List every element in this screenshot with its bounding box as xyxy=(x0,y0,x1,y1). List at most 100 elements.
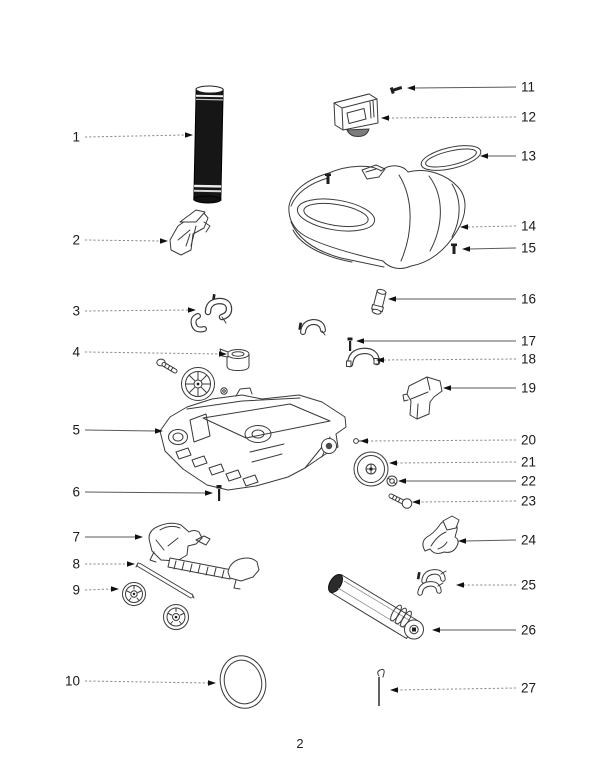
callout-number-27: 27 xyxy=(521,681,536,696)
arrowhead-17 xyxy=(356,338,364,344)
arrowhead-20 xyxy=(360,438,368,444)
part-screw-top xyxy=(389,86,403,95)
leader-line-24 xyxy=(464,539,517,542)
part-hose-clamp xyxy=(346,347,381,368)
part-nozzle-hood xyxy=(288,164,466,269)
arrowhead-5 xyxy=(155,428,163,434)
page-number: 2 xyxy=(296,736,304,751)
leader-line-6 xyxy=(84,491,207,494)
arrowhead-27 xyxy=(390,687,398,693)
arrowhead-21 xyxy=(389,460,397,466)
arrowhead-23 xyxy=(412,499,420,505)
part-cotter-pin xyxy=(377,668,385,706)
callout-number-9: 9 xyxy=(72,583,80,598)
callout-number-25: 25 xyxy=(521,578,536,593)
part-duct-tube xyxy=(371,288,387,315)
leader-line-1 xyxy=(84,134,187,138)
part-wheel-front xyxy=(122,582,146,606)
part-pin-hinge xyxy=(347,337,353,351)
leader-line-18 xyxy=(382,358,517,361)
arrowhead-3 xyxy=(188,307,196,313)
arrowhead-10 xyxy=(208,680,216,686)
arrowhead-22 xyxy=(398,478,406,484)
part-elbow-bracket xyxy=(402,376,443,420)
part-nut xyxy=(386,475,398,487)
leader-line-12 xyxy=(387,116,517,119)
part-rear-wheel xyxy=(353,451,389,487)
leader-line-2 xyxy=(84,239,162,242)
arrowhead-14 xyxy=(460,224,468,230)
callout-number-1: 1 xyxy=(72,130,80,145)
callout-layer: 1234567891011121314151617181920212223242… xyxy=(65,80,537,696)
part-screw-tiny xyxy=(353,438,362,444)
callout-number-2: 2 xyxy=(72,233,80,248)
arrowhead-15 xyxy=(462,246,470,252)
screw-icon xyxy=(325,173,331,184)
arrowhead-7 xyxy=(135,534,143,540)
arrowhead-12 xyxy=(381,115,389,121)
part-brush-roller xyxy=(328,573,424,640)
callout-number-18: 18 xyxy=(521,352,536,367)
nut-icon xyxy=(220,387,228,395)
leader-line-23 xyxy=(418,500,517,503)
callout-number-3: 3 xyxy=(72,304,80,319)
part-pivot-foot xyxy=(422,515,460,554)
arrowhead-4 xyxy=(219,351,227,357)
arrowhead-1 xyxy=(185,132,193,138)
part-screw-hood xyxy=(451,243,457,254)
arrowhead-6 xyxy=(205,490,213,496)
callout-number-8: 8 xyxy=(72,557,80,572)
callout-number-26: 26 xyxy=(521,623,536,638)
callout-number-10: 10 xyxy=(65,674,80,689)
leader-line-9 xyxy=(84,588,113,591)
arrowhead-13 xyxy=(480,153,488,159)
arrowhead-19 xyxy=(443,385,451,391)
part-belt-clips xyxy=(416,569,447,596)
leader-line-20 xyxy=(366,439,517,442)
arrowhead-26 xyxy=(432,627,440,633)
callout-number-20: 20 xyxy=(521,433,536,448)
leader-line-3 xyxy=(84,309,190,312)
callout-number-6: 6 xyxy=(72,485,80,500)
part-bag-dock xyxy=(333,93,379,138)
callout-number-24: 24 xyxy=(521,533,537,548)
callout-number-5: 5 xyxy=(72,423,80,438)
part-wheel-rear xyxy=(163,604,189,630)
part-lens-ring xyxy=(420,145,482,171)
leader-line-21 xyxy=(395,461,517,464)
callout-number-17: 17 xyxy=(521,334,536,349)
callout-number-22: 22 xyxy=(521,474,536,489)
arrowhead-11 xyxy=(407,85,415,91)
callout-number-12: 12 xyxy=(521,110,536,125)
leader-line-15 xyxy=(468,247,517,250)
callout-number-23: 23 xyxy=(521,494,536,509)
leader-line-27 xyxy=(396,687,517,691)
part-base-housing xyxy=(159,387,347,491)
part-pin-small xyxy=(216,485,222,501)
callout-number-14: 14 xyxy=(521,219,537,234)
callout-number-13: 13 xyxy=(521,149,536,164)
leader-line-5 xyxy=(84,429,157,432)
part-bearing-cap xyxy=(219,348,250,371)
arrowhead-2 xyxy=(160,238,168,244)
arrowhead-24 xyxy=(458,538,466,544)
part-turbine-wheel xyxy=(181,367,215,401)
leader-line-14 xyxy=(466,225,517,228)
leader-line-10 xyxy=(84,680,210,684)
callout-number-11: 11 xyxy=(521,80,535,95)
screw-icon xyxy=(156,358,178,374)
arrowhead-25 xyxy=(456,582,464,588)
arrowhead-16 xyxy=(388,296,396,302)
arrowhead-8 xyxy=(127,561,135,567)
part-extension-tube xyxy=(193,85,224,204)
leader-line-4 xyxy=(84,351,221,355)
part-belt xyxy=(219,655,267,709)
arrowhead-9 xyxy=(111,586,119,592)
callout-number-16: 16 xyxy=(521,292,536,307)
part-pedal-assembly xyxy=(148,522,260,590)
part-axle-screw xyxy=(388,493,413,509)
callout-number-4: 4 xyxy=(72,345,80,360)
part-tube-holder-bracket xyxy=(169,209,211,256)
callout-number-15: 15 xyxy=(521,241,536,256)
